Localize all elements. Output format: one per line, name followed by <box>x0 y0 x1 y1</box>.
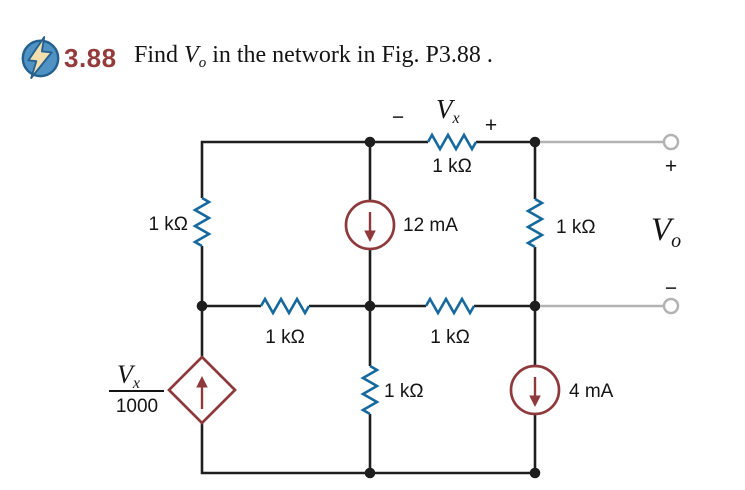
resistor-top-value: 1 kΩ <box>432 156 472 177</box>
title-variable-subscript: o <box>198 55 207 71</box>
resistor-top <box>426 133 478 151</box>
down-arrow-head <box>529 395 541 407</box>
dependent-current-source <box>167 355 237 425</box>
current-source-12ma-label: 12 mA <box>403 215 458 236</box>
output-terminals <box>540 133 680 315</box>
title-text-post: in the network in Fig. P3.88 . <box>206 42 493 68</box>
problem-number: 3.88 <box>64 43 117 73</box>
node-dot <box>364 136 376 148</box>
fraction-denominator: 1000 <box>116 396 158 417</box>
node-dot <box>529 300 541 312</box>
down-arrow-head <box>364 230 376 242</box>
resistor-right <box>526 197 544 249</box>
vx-subscript: x <box>452 110 460 127</box>
output-plus-sign: + <box>665 155 677 178</box>
resistor-mid-left-value: 1 kΩ <box>265 327 305 348</box>
current-source-12ma <box>344 199 396 251</box>
resistor-bottom-mid-value: 1 kΩ <box>384 381 424 402</box>
vo-var: V <box>651 212 675 248</box>
terminal-circle-bottom <box>662 297 680 315</box>
output-minus-sign: − <box>665 277 677 300</box>
fraction-subscript: x <box>132 375 140 392</box>
node-dot <box>529 467 541 479</box>
vx-plus-sign: + <box>485 114 497 137</box>
resistor-mid-right-value: 1 kΩ <box>430 327 470 348</box>
lightning-glyph <box>27 36 53 79</box>
current-source-4ma <box>509 364 561 416</box>
vx-minus-sign: − <box>392 106 404 129</box>
dependent-source-gain-label: Vx 1000 <box>109 360 164 417</box>
vo-subscript: o <box>671 230 681 252</box>
circuit-labels: Vx − + 1 kΩ 1 kΩ 1 kΩ 12 mA 4 mA 1 kΩ 1 … <box>109 94 681 417</box>
resistor-mid-right <box>424 297 476 315</box>
fraction-var: V <box>117 360 136 389</box>
title-variable: V <box>184 42 199 68</box>
problem-title: Find Vo in the network in Fig. P3.88 . <box>134 42 493 72</box>
resistors <box>193 133 544 416</box>
terminal-circle-top <box>662 133 680 151</box>
up-arrow-head <box>196 376 208 388</box>
node-dot <box>364 467 376 479</box>
title-text-pre: Find <box>134 42 185 68</box>
lightning-bolt-icon <box>21 36 60 79</box>
problem-header: 3.88 Find Vo in the network in Fig. P3.8… <box>0 0 745 90</box>
junction-nodes <box>196 136 541 479</box>
vo-label: Vo <box>651 212 681 252</box>
node-dot <box>196 300 208 312</box>
resistor-bottom-mid <box>361 364 379 416</box>
resistor-right-value: 1 kΩ <box>556 217 596 238</box>
wire-top-left <box>200 140 428 198</box>
node-dot <box>364 300 376 312</box>
current-source-4ma-label: 4 mA <box>569 381 614 402</box>
resistor-left-value: 1 kΩ <box>148 214 188 235</box>
fraction-numerator: Vx <box>117 360 140 392</box>
vx-var: V <box>436 94 456 124</box>
vx-label: Vx <box>436 94 460 127</box>
wire-bottom-rail <box>200 423 535 475</box>
resistor-left <box>193 196 211 248</box>
resistor-mid-left <box>259 297 311 315</box>
node-dot <box>529 136 541 148</box>
